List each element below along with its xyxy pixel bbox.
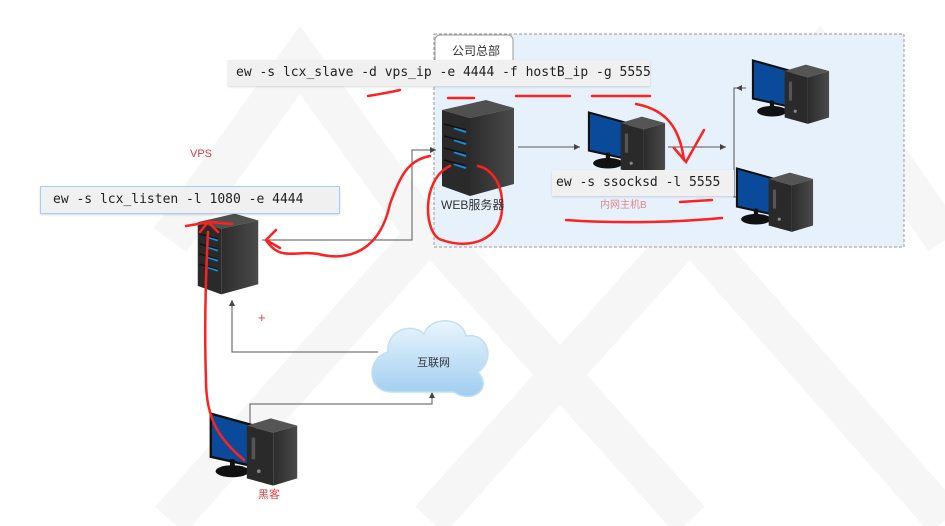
hq-group-label: 公司总部 <box>452 44 501 58</box>
vps-label: VPS <box>190 148 213 160</box>
internal-host-label: 内网主机B <box>600 200 647 211</box>
internal-host-b-icon <box>735 167 815 233</box>
attacker-pc-icon <box>209 412 299 487</box>
internal-host-command: ew -s ssocksd -l 5555 <box>552 170 734 196</box>
red-annotations <box>184 88 724 462</box>
attacker-label: 黑客 <box>258 489 280 501</box>
plus-marker: + <box>258 310 266 325</box>
internal-host-c-icon <box>751 59 831 125</box>
connectors <box>229 85 746 428</box>
internet-cloud <box>371 320 489 398</box>
internal-host-a-icon <box>587 111 667 177</box>
vps-command: ew -s lcx_listen -l 1080 -e 4444 <box>40 186 340 214</box>
web-server-label: WEB服务器 <box>441 198 505 212</box>
web-server-icon <box>440 98 516 198</box>
web-server-command: ew -s lcx_slave -d vps_ip -e 4444 -f hos… <box>228 60 651 86</box>
internet-label: 互联网 <box>417 357 450 369</box>
